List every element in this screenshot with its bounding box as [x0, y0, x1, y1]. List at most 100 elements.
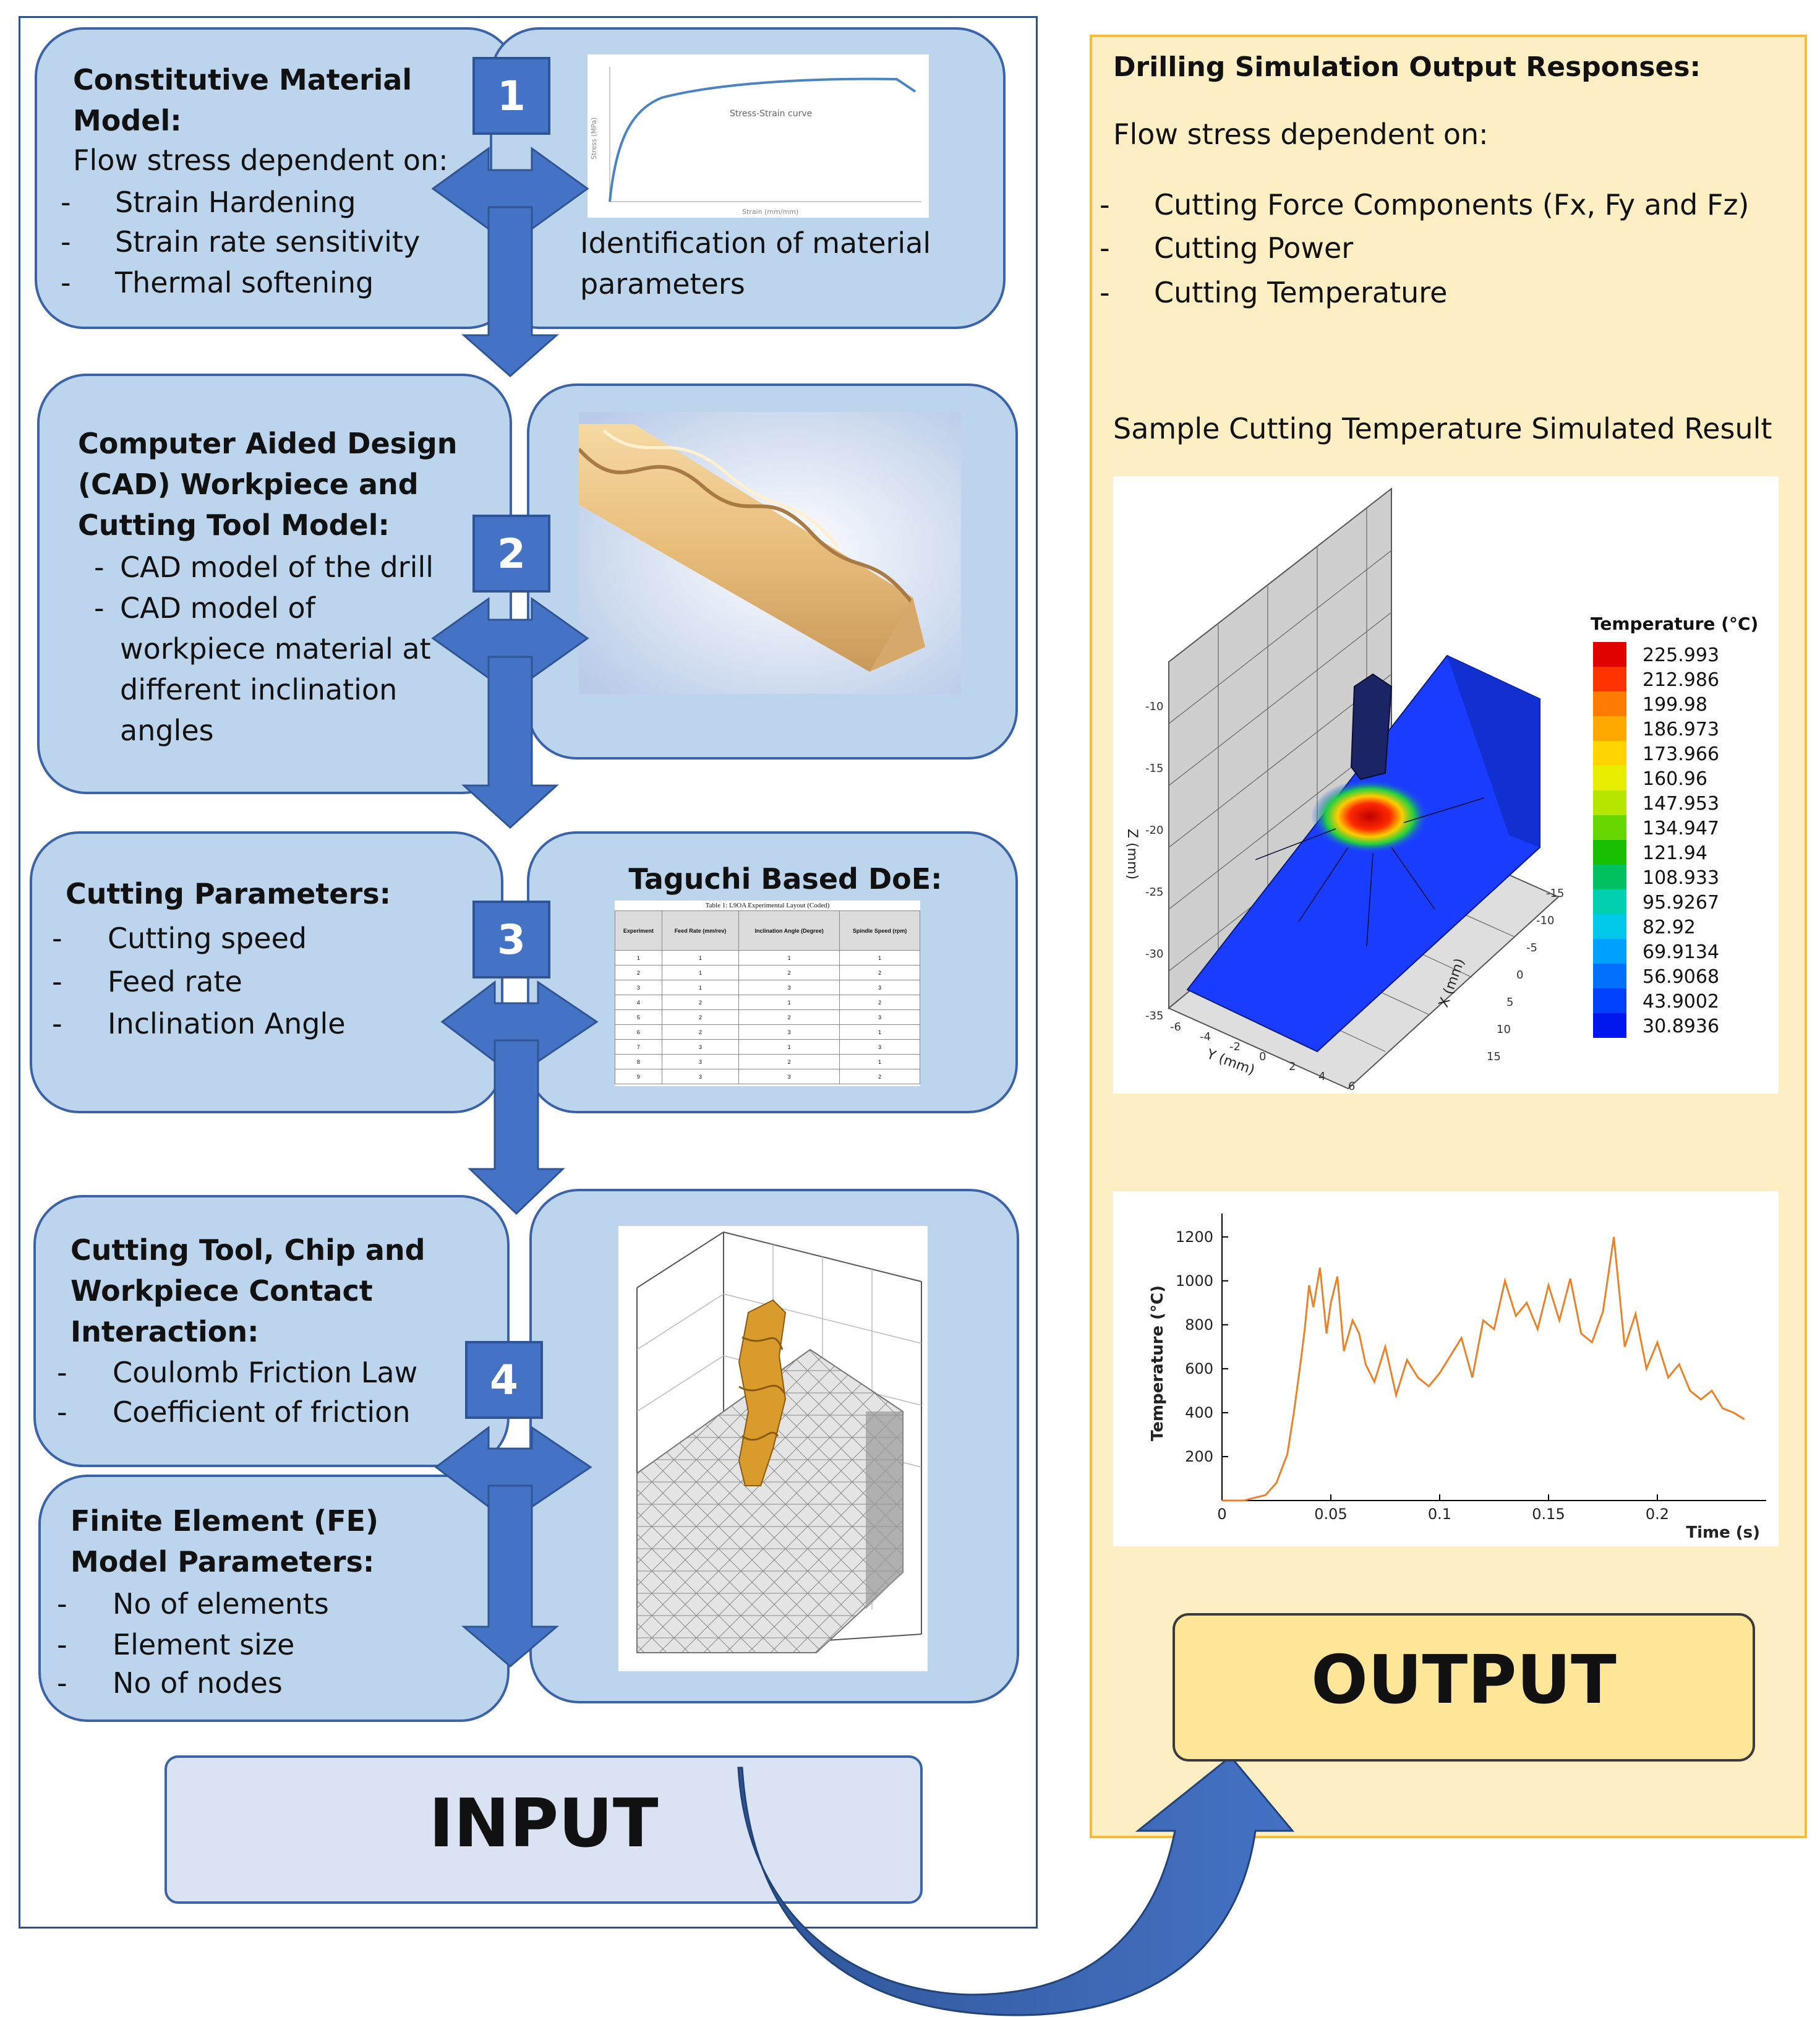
legend-swatch: [1593, 939, 1626, 964]
step1-intro: Flow stress dependent on:: [73, 143, 448, 177]
legend-value: 82.92: [1643, 917, 1696, 938]
legend-value: 160.96: [1643, 768, 1707, 790]
output-label: OUTPUT: [1311, 1642, 1617, 1719]
output-title: Drilling Simulation Output Responses:: [1113, 51, 1701, 83]
doe-table-image: Table 1: L9OA Experimental Layout (Coded…: [615, 901, 920, 1086]
z-tick-label: -10: [1145, 700, 1163, 713]
z-tick-label: -20: [1145, 824, 1163, 837]
legend-value: 43.9002: [1643, 991, 1719, 1013]
doe-table-header: Inclination Angle (Degree): [738, 910, 840, 951]
y-tick-label: 800: [1185, 1316, 1213, 1334]
stress-strain-ylabel: Stress (MPa): [590, 118, 598, 160]
down-arrow-1: [461, 206, 559, 377]
doe-table-cell: 2: [661, 1009, 740, 1025]
step1-item: Strain rate sensitivity: [115, 225, 421, 259]
z-tick-label: -30: [1145, 948, 1163, 961]
legend-value: 108.933: [1643, 867, 1719, 889]
x-tick-label: 0.05: [1314, 1505, 1347, 1523]
legend-value: 186.973: [1643, 719, 1719, 740]
legend-swatch: [1593, 840, 1626, 865]
step3-title: Cutting Parameters:: [66, 877, 391, 910]
step5-item: No of elements: [113, 1587, 329, 1621]
x-tick-label: 5: [1506, 996, 1513, 1009]
doe-table-cell: 2: [839, 1069, 920, 1084]
legend-value: 199.98: [1643, 694, 1707, 716]
z-tick-label: -25: [1145, 886, 1163, 899]
doe-title: Taguchi Based DoE:: [628, 862, 942, 896]
step1-item: Strain Hardening: [115, 186, 356, 219]
step4-title: Cutting Tool, Chip and Workpiece Contact…: [70, 1233, 425, 1348]
y-tick-label: 600: [1185, 1360, 1213, 1377]
legend-swatch: [1593, 865, 1626, 889]
doe-table-cell: 3: [839, 1009, 920, 1025]
doe-table-cell: 3: [738, 1069, 840, 1084]
x-tick-label: 0.15: [1532, 1505, 1565, 1523]
y-tick-label: -4: [1200, 1030, 1211, 1043]
stress-strain-xlabel: Strain (mm/mm): [742, 208, 798, 216]
y-tick-label: 4: [1318, 1070, 1325, 1083]
doe-table-cell: 3: [738, 980, 840, 995]
step2-item: CAD model of the drill: [120, 550, 434, 584]
output-label-box: [1173, 1613, 1755, 1762]
step-number-4: 4: [465, 1341, 543, 1419]
doe-table-cell: 1: [661, 980, 740, 995]
doe-table-cell: 3: [738, 1024, 840, 1040]
x-tick-label: -5: [1526, 941, 1537, 954]
legend-swatch: [1593, 642, 1626, 667]
legend-swatch: [1593, 667, 1626, 692]
step1-item: Thermal softening: [115, 266, 374, 299]
step-number-1: 1: [472, 57, 550, 135]
legend-value: 225.993: [1643, 644, 1719, 666]
x-tick-label: 15: [1487, 1050, 1501, 1063]
y-tick-label: -2: [1229, 1040, 1241, 1053]
stress-strain-chart: Stress-Strain curve Strain (mm/mm) Stres…: [587, 54, 929, 218]
x-tick-label: -15: [1546, 887, 1564, 900]
sample-caption: Sample Cutting Temperature Simulated Res…: [1113, 412, 1772, 445]
legend-swatch: [1593, 790, 1626, 815]
down-arrow-2: [461, 656, 559, 829]
doe-table-cell: 7: [615, 1039, 662, 1055]
step-number-2: 2: [472, 515, 550, 593]
doe-table-cell: 9: [615, 1069, 662, 1084]
input-to-output-arrow: [737, 1755, 1295, 2016]
legend-value: 147.953: [1643, 793, 1719, 815]
y-tick-label: -6: [1170, 1021, 1181, 1034]
temperature-simulation-image: Z (mm) X (mm) Y (mm) -10-15-20-25-30-35 …: [1113, 476, 1779, 1094]
doe-table-caption: Table 1: L9OA Experimental Layout (Coded…: [705, 902, 830, 909]
stress-strain-title: Stress-Strain curve: [730, 109, 812, 119]
output-item: Cutting Power: [1154, 231, 1354, 265]
step5-box: [38, 1475, 510, 1722]
x-tick-label: -10: [1536, 914, 1554, 927]
legend-swatch: [1593, 964, 1626, 988]
z-tick-label: -15: [1145, 762, 1163, 775]
step1-left-box: [35, 27, 517, 329]
step-number-3: 3: [472, 901, 550, 979]
doe-table-cell: 3: [661, 1069, 740, 1084]
y-tick-label: 200: [1185, 1448, 1213, 1465]
step1-right-text: Identification of material parameters: [580, 226, 931, 301]
step3-item: Inclination Angle: [108, 1007, 346, 1040]
step4-item: Coefficient of friction: [113, 1395, 411, 1429]
y-tick-label: 1000: [1176, 1272, 1213, 1290]
legend-value: 173.966: [1643, 743, 1719, 765]
doe-table-cell: 1: [839, 1024, 920, 1040]
x-tick-label: 0: [1516, 969, 1523, 982]
step2-item: CAD model of workpiece material at diffe…: [120, 591, 431, 747]
doe-table-header: Feed Rate (mm/rev): [661, 910, 740, 951]
y-tick-label: 2: [1289, 1060, 1296, 1073]
x-axis-label: Time (s): [1686, 1523, 1760, 1542]
drill-cad-image: [579, 412, 961, 694]
x-tick-label: 0.2: [1646, 1505, 1669, 1523]
output-item: Cutting Force Components (Fx, Fy and Fz): [1154, 188, 1750, 221]
axis-z-label: Z (mm): [1124, 829, 1140, 880]
x-tick-label: 0.1: [1428, 1505, 1451, 1523]
y-tick-label: 400: [1185, 1404, 1213, 1421]
step5-item: Element size: [113, 1628, 295, 1661]
step5-title: Finite Element (FE) Model Parameters:: [70, 1504, 379, 1578]
